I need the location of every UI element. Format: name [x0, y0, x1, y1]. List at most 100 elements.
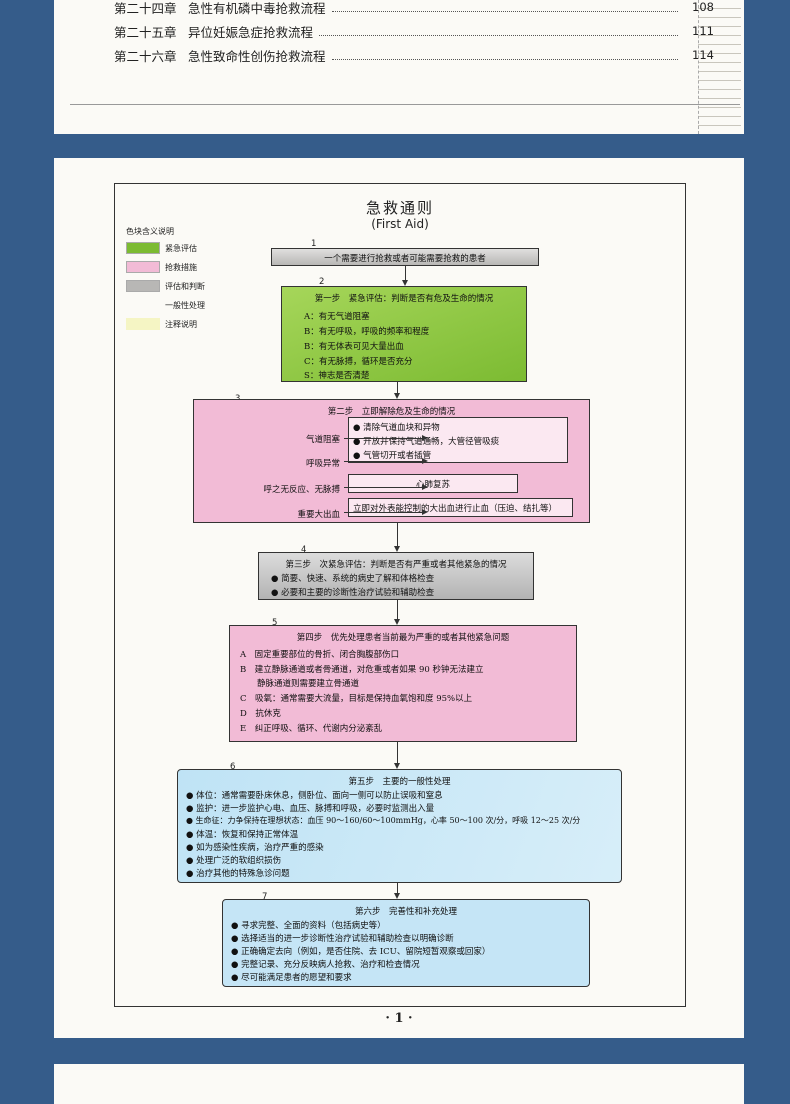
step4-head: 第四步 优先处理患者当前最为严重的或者其他紧急问题 — [296, 633, 510, 643]
step4-line: E 纠正呼吸、循环、代谢内分泌紊乱 — [240, 724, 383, 734]
step6-line: ● 寻求完整、全面的资料（包括病史等） — [231, 921, 386, 931]
connector-line — [344, 461, 424, 462]
step5-line: ● 处理广泛的软组织损伤 — [186, 856, 282, 866]
legend-item: 抢救措施 — [126, 261, 197, 273]
step3-head: 第三步 次紧急评估：判断是否有严重或者其他紧急的情况 — [285, 560, 507, 570]
arrow-down-icon — [394, 763, 400, 769]
condition-airway: 气道阻塞 — [305, 435, 340, 445]
step-number: 2 — [319, 277, 325, 287]
arrow-down-icon — [394, 893, 400, 899]
flowchart-title: 急救通则 — [365, 199, 434, 217]
emergency-assessment-box: 第一步 紧急评估：判断是否有危及生命的情况 A：有无气道阻塞 B：有无呼吸，呼吸… — [281, 286, 527, 382]
airway-measures-box: ● 清除气道血块和异物 ● 开放并保持气道通畅，大管径管吸痰 ● 气管切开或者插… — [348, 417, 568, 463]
legend-swatch — [126, 280, 160, 292]
step3-line: ● 简要、快速、系统的病史了解和体格检查 — [271, 574, 435, 584]
flow-connector — [397, 382, 398, 393]
step4-line: C 吸氧：通常需要大流量，目标是保持血氧饱和度 95%以上 — [240, 694, 473, 704]
flowchart-page: 急救通则 (First Aid) 色块含义说明 紧急评估 抢救措施 评估和判断 … — [54, 158, 744, 1038]
airway-measure: ● 气管切开或者插管 — [353, 451, 432, 461]
connector-line — [344, 487, 424, 488]
toc-title: 异位妊娠急症抢救流程 — [188, 24, 314, 40]
toc-leader — [331, 51, 678, 60]
flow-connector — [397, 523, 398, 546]
toc-row[interactable]: 第二十五章 异位妊娠急症抢救流程 111 — [114, 22, 714, 40]
step-number: 1 — [311, 239, 317, 249]
toc-title: 急性致命性创伤抢救流程 — [188, 48, 326, 64]
toc-title: 急性有机磷中毒抢救流程 — [188, 0, 326, 16]
step4-line: A 固定重要部位的骨折、闭合胸腹部伤口 — [240, 650, 400, 660]
legend-item: 评估和判断 — [126, 280, 205, 292]
step2-head: 第二步 立即解除危及生命的情况 — [327, 407, 456, 417]
arrow-down-icon — [402, 280, 408, 286]
legend-label: 注释说明 — [165, 319, 197, 329]
legend-label: 紧急评估 — [165, 243, 197, 253]
airway-measure: ● 开放并保持气道通畅，大管径管吸痰 — [353, 437, 500, 447]
flowchart-subtitle: (First Aid) — [371, 217, 429, 231]
legend-label: 评估和判断 — [165, 281, 205, 291]
legend-swatch — [126, 318, 160, 330]
arrow-right-icon — [422, 435, 428, 441]
toc-leader — [319, 27, 678, 36]
toc-page-number: 108 — [692, 0, 714, 14]
toc-chapter: 第二十五章 — [114, 24, 177, 40]
step6-line: ● 选择适当的进一步诊断性治疗试验和辅助检查以明确诊断 — [231, 934, 454, 944]
step1-head: 第一步 紧急评估：判断是否有危及生命的情况 — [314, 294, 494, 304]
toc-chapter: 第二十六章 — [114, 48, 177, 64]
life-threat-box: 第二步 立即解除危及生命的情况 气道阻塞 呼吸异常 呼之无反应、无脉搏 重要大出… — [193, 399, 590, 523]
arrow-down-icon — [394, 546, 400, 552]
step5-line: ● 如为感染性疾病，治疗严重的感染 — [186, 843, 324, 853]
legend-label: 抢救措施 — [165, 262, 197, 272]
toc-row[interactable]: 第二十四章 急性有机磷中毒抢救流程 108 — [114, 0, 714, 16]
step6-line: ● 正确确定去向（例如，是否住院、去 ICU、留院短暂观察或回家） — [231, 947, 491, 957]
next-page — [54, 1064, 744, 1104]
condition-bleeding: 重要大出血 — [297, 510, 340, 520]
toc-page-number: 114 — [692, 48, 714, 62]
flow-connector — [397, 600, 398, 619]
secondary-assessment-box: 第三步 次紧急评估：判断是否有严重或者其他紧急的情况 ● 简要、快速、系统的病史… — [258, 552, 534, 600]
airway-measure: ● 清除气道血块和异物 — [353, 423, 440, 433]
toc-chapter: 第二十四章 — [114, 0, 177, 16]
step5-line: ● 生命征：力争保持在理想状态：血压 90～160/60～100mmHg，心率 … — [186, 816, 581, 825]
toc-leader — [331, 3, 678, 12]
cpr-box: 心肺复苏 — [348, 474, 518, 493]
step4-line: 静脉通道则需要建立骨通道 — [240, 679, 360, 689]
flow-connector — [397, 883, 398, 893]
step1-line: B：有无体表可见大量出血 — [304, 342, 404, 352]
step4-line: B 建立静脉通道或者骨通道，对危重或者如果 90 秒钟无法建立 — [240, 665, 484, 675]
step6-line: ● 尽可能满足患者的愿望和要求 — [231, 973, 352, 983]
step6-line: ● 完整记录、充分反映病人抢救、治疗和检查情况 — [231, 960, 420, 970]
page-number: · 1 · — [385, 1011, 413, 1026]
arrow-right-icon — [422, 484, 428, 490]
step3-line: ● 必要和主要的诊断性治疗试验和辅助检查 — [271, 588, 435, 598]
legend-item: 注释说明 — [126, 318, 197, 330]
patient-box: 一个需要进行抢救或者可能需要抢救的患者 — [271, 248, 539, 266]
step-number: 6 — [230, 762, 236, 772]
patient-box-text: 一个需要进行抢救或者可能需要抢救的患者 — [324, 254, 486, 264]
legend-swatch — [126, 261, 160, 273]
step-number: 7 — [262, 892, 268, 902]
priority-treatment-box: 第四步 优先处理患者当前最为严重的或者其他紧急问题 A 固定重要部位的骨折、闭合… — [229, 625, 577, 742]
legend-item: 一般性处理 — [126, 299, 205, 311]
connector-line — [344, 512, 424, 513]
legend-label: 一般性处理 — [165, 300, 205, 310]
step1-line: B：有无呼吸，呼吸的频率和程度 — [304, 327, 430, 337]
toc-divider — [70, 104, 740, 105]
toc-row[interactable]: 第二十六章 急性致命性创伤抢救流程 114 — [114, 46, 714, 64]
toc-page-number: 111 — [692, 24, 714, 38]
step5-head: 第五步 主要的一般性处理 — [348, 777, 451, 787]
arrow-down-icon — [394, 619, 400, 625]
flow-connector — [397, 742, 398, 763]
step1-line: C：有无脉搏，循环是否充分 — [304, 357, 413, 367]
arrow-right-icon — [422, 509, 428, 515]
step-number: 5 — [272, 618, 278, 628]
step5-line: ● 体位：通常需要卧床休息，侧卧位、面向一侧可以防止误吸和窒息 — [186, 791, 443, 801]
arrow-right-icon — [422, 458, 428, 464]
condition-breathing: 呼吸异常 — [305, 459, 340, 469]
step6-head: 第六步 完善性和补充处理 — [354, 907, 457, 917]
hemorrhage-box: 立即对外表能控制的大出血进行止血（压迫、结扎等） — [348, 498, 573, 517]
arrow-down-icon — [394, 393, 400, 399]
legend-swatch — [126, 299, 160, 311]
condition-no-pulse: 呼之无反应、无脉搏 — [263, 485, 340, 495]
toc-page: 第二十四章 急性有机磷中毒抢救流程 108 第二十五章 异位妊娠急症抢救流程 1… — [54, 0, 744, 134]
step1-line: S：神志是否清楚 — [304, 371, 370, 381]
